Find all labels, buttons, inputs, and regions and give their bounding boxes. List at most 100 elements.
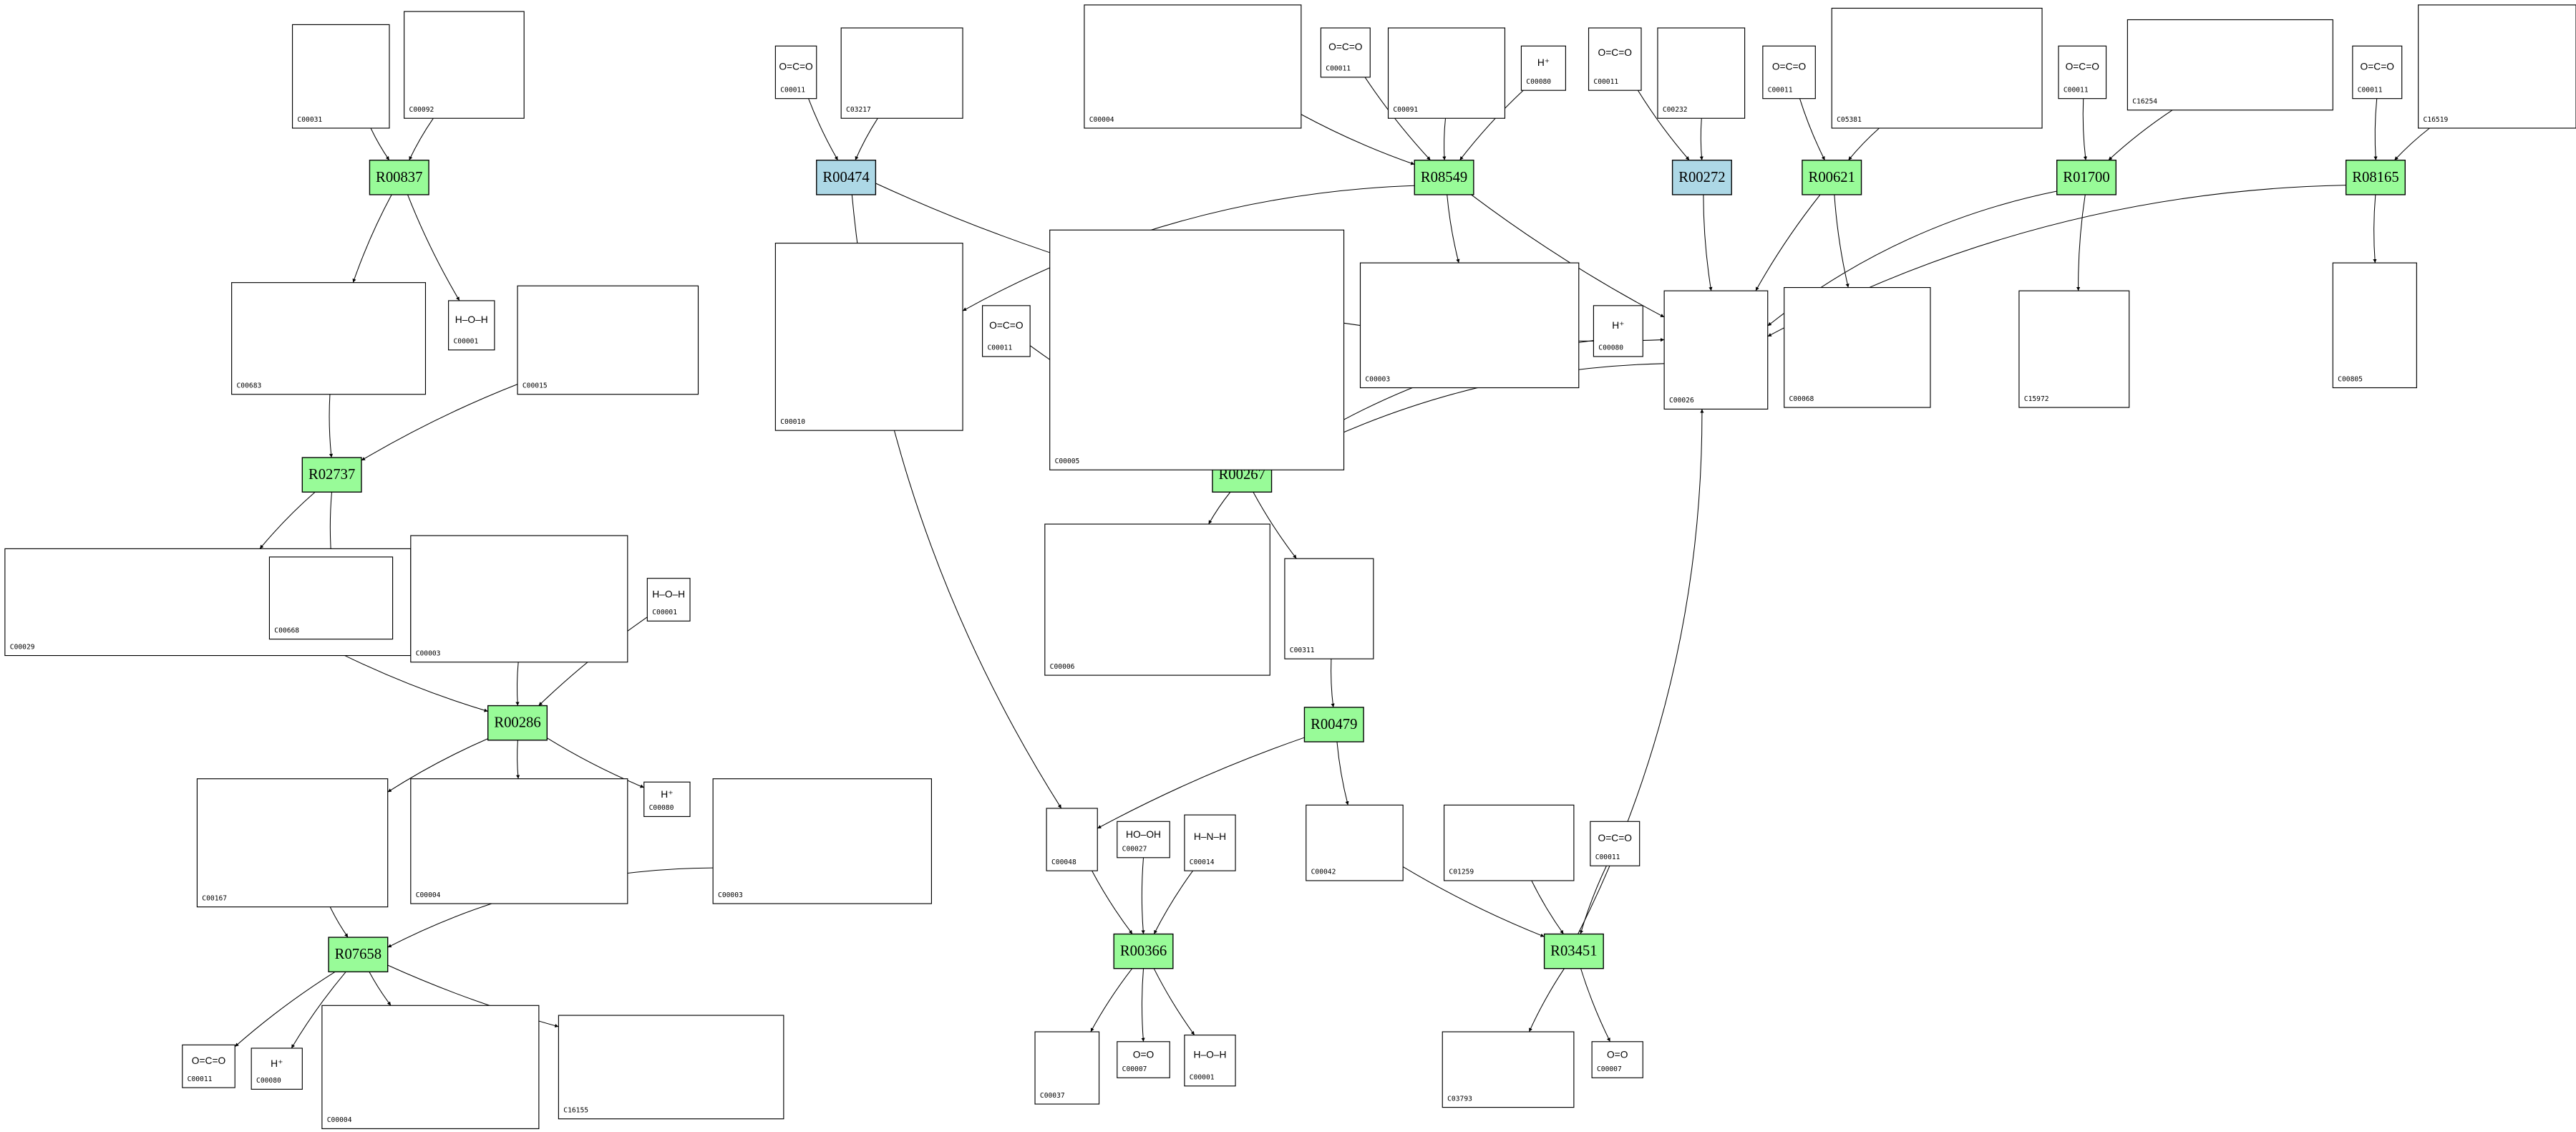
compound-box[interactable] (231, 282, 427, 395)
compound-box[interactable] (1044, 523, 1270, 676)
compound-node[interactable]: C00015 (517, 285, 699, 395)
compound-box[interactable] (1184, 814, 1236, 871)
compound-node[interactable]: C15972 (2018, 290, 2130, 408)
reaction-node[interactable]: R02737 (301, 457, 362, 493)
reaction-box[interactable] (1671, 160, 1732, 195)
compound-box[interactable] (558, 1015, 784, 1120)
reaction-box[interactable] (328, 937, 389, 972)
reaction-box[interactable] (301, 457, 362, 493)
compound-box[interactable] (1306, 804, 1404, 881)
compound-box[interactable] (1184, 1035, 1236, 1087)
compound-box[interactable] (1831, 7, 2043, 129)
reaction-node[interactable]: R07658 (328, 937, 389, 972)
compound-node[interactable]: H⁺C00080 (1520, 45, 1566, 91)
compound-node[interactable]: C00010 (774, 243, 963, 431)
compound-box[interactable] (2418, 4, 2576, 129)
compound-node[interactable]: C00003 (712, 778, 932, 904)
compound-box[interactable] (1359, 262, 1580, 389)
compound-node[interactable]: C05381 (1831, 7, 2043, 129)
reaction-node[interactable]: R00272 (1671, 160, 1732, 195)
compound-box[interactable] (2058, 45, 2107, 100)
compound-box[interactable] (1117, 821, 1170, 858)
compound-box[interactable] (410, 778, 628, 904)
compound-box[interactable] (646, 578, 691, 621)
compound-node[interactable]: C01259 (1443, 804, 1575, 881)
reaction-box[interactable] (1414, 160, 1474, 195)
reaction-box[interactable] (1113, 933, 1174, 969)
compound-box[interactable] (1084, 4, 1302, 129)
reaction-box[interactable] (2056, 160, 2117, 195)
compound-box[interactable] (448, 300, 495, 351)
compound-node[interactable]: C00031 (291, 24, 390, 129)
reaction-box[interactable] (2345, 160, 2406, 195)
compound-box[interactable] (517, 285, 699, 395)
compound-box[interactable] (1520, 45, 1566, 91)
reaction-node[interactable]: R00474 (816, 160, 877, 195)
compound-node[interactable]: H⁺C00080 (251, 1048, 303, 1090)
reaction-node[interactable]: R00366 (1113, 933, 1174, 969)
compound-node[interactable]: C00042 (1306, 804, 1404, 881)
reaction-box[interactable] (1802, 160, 1862, 195)
compound-box[interactable] (2352, 45, 2403, 100)
compound-node[interactable]: C00004 (410, 778, 628, 904)
compound-node[interactable]: C00003 (1359, 262, 1580, 389)
compound-box[interactable] (1591, 1041, 1643, 1078)
compound-box[interactable] (1663, 290, 1769, 410)
compound-node[interactable]: C00006 (1044, 523, 1270, 676)
compound-box[interactable] (774, 243, 963, 431)
compound-box[interactable] (1657, 27, 1746, 119)
reaction-node[interactable]: R00621 (1802, 160, 1862, 195)
compound-node[interactable]: C16519 (2418, 4, 2576, 129)
reaction-node[interactable]: R08549 (1414, 160, 1474, 195)
compound-box[interactable] (321, 1005, 540, 1129)
compound-box[interactable] (1443, 804, 1575, 881)
compound-node[interactable]: C00232 (1657, 27, 1746, 119)
compound-box[interactable] (1593, 305, 1643, 357)
compound-node[interactable]: C00092 (404, 11, 525, 119)
compound-node[interactable]: C00005 (1049, 229, 1345, 470)
compound-node[interactable]: C00091 (1387, 27, 1506, 119)
compound-node[interactable]: C00026 (1663, 290, 1769, 410)
reaction-box[interactable] (1543, 933, 1604, 969)
compound-box[interactable] (982, 305, 1031, 357)
compound-box[interactable] (1387, 27, 1506, 119)
compound-box[interactable] (1034, 1031, 1100, 1105)
compound-box[interactable] (712, 778, 932, 904)
compound-node[interactable]: C00003 (410, 535, 628, 663)
compound-node[interactable]: H⁺C00080 (1593, 305, 1643, 357)
reaction-node[interactable]: R03451 (1543, 933, 1604, 969)
compound-node[interactable]: C03217 (840, 27, 963, 119)
compound-box[interactable] (196, 778, 389, 908)
compound-box[interactable] (1588, 27, 1642, 91)
reaction-box[interactable] (1303, 707, 1364, 742)
compound-node[interactable]: C00668 (268, 556, 394, 640)
compound-box[interactable] (404, 11, 525, 119)
compound-box[interactable] (1590, 821, 1641, 866)
compound-box[interactable] (251, 1048, 303, 1090)
compound-node[interactable]: H⁺C00080 (643, 781, 691, 818)
compound-box[interactable] (2018, 290, 2130, 408)
compound-node[interactable]: C00068 (1784, 286, 1931, 408)
compound-node[interactable]: C00004 (321, 1005, 540, 1129)
compound-box[interactable] (1762, 45, 1816, 100)
compound-node[interactable]: C00683 (231, 282, 427, 395)
reaction-node[interactable]: R00286 (487, 705, 548, 741)
compound-box[interactable] (2332, 262, 2417, 389)
compound-node[interactable]: C00004 (1084, 4, 1302, 129)
compound-box[interactable] (1046, 808, 1098, 871)
reaction-node[interactable]: R08165 (2345, 160, 2406, 195)
compound-node[interactable]: C00311 (1284, 558, 1374, 659)
reaction-node[interactable]: R01700 (2056, 160, 2117, 195)
compound-box[interactable] (182, 1044, 235, 1088)
